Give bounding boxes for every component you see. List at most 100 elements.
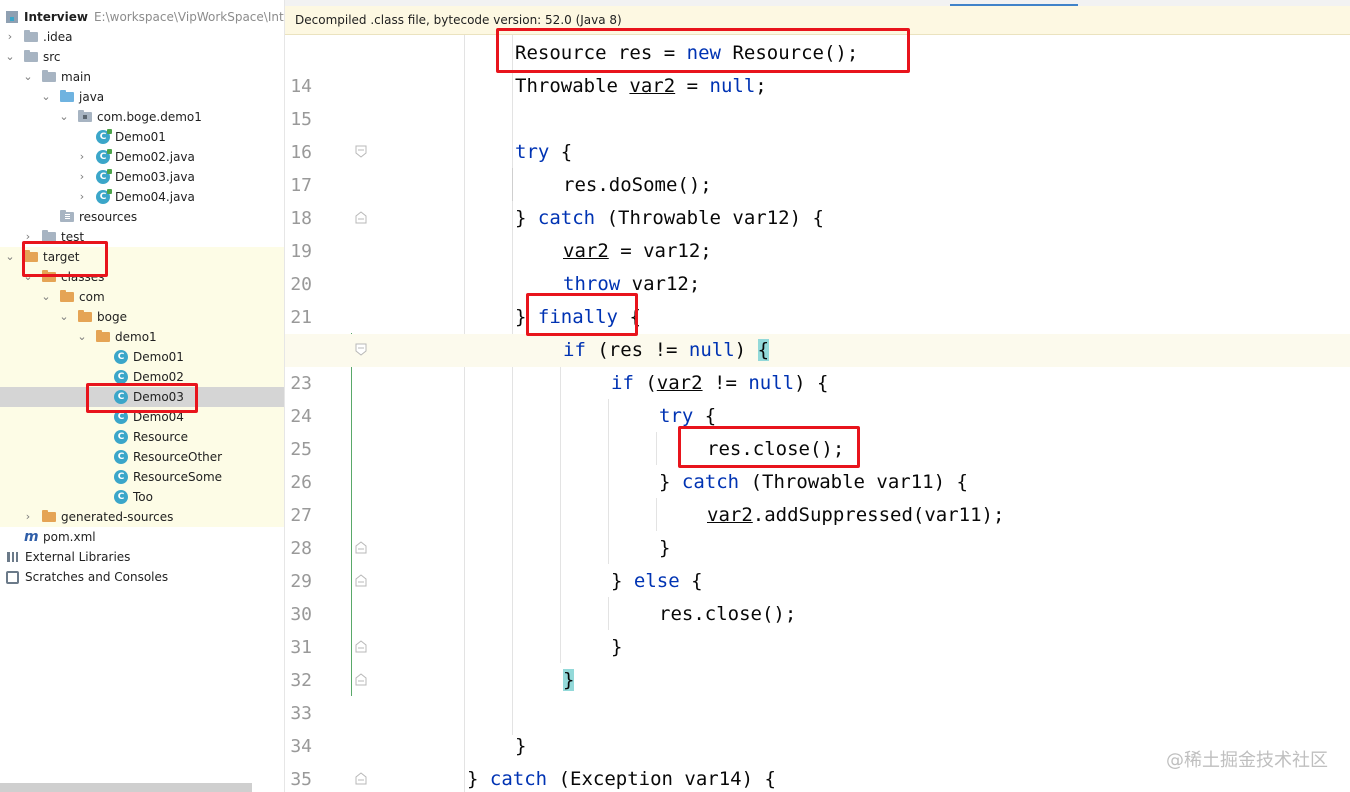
code-line[interactable]: 14 Resource res = new Resource(); [285,37,1350,97]
tree-item-main[interactable]: ⌄ main [0,67,284,87]
token: var12; [631,273,701,295]
chevron-down-icon[interactable]: ⌄ [77,330,87,343]
tree-item-label: Demo01 [115,130,166,144]
tree-item-resourcesome-class[interactable]: C ResourceSome [0,467,284,487]
fold-icon[interactable] [355,772,367,785]
horizontal-scrollbar[interactable] [0,783,252,792]
tree-item-pom[interactable]: m pom.xml [0,527,284,547]
code-line[interactable]: 29 } [285,532,1350,592]
tree-item-idea[interactable]: › .idea [0,27,284,47]
code-line[interactable]: 25 try { [285,400,1350,460]
tree-item-target[interactable]: ⌄ target [0,247,284,267]
code-line-current[interactable]: 23 if (res != null() { [285,334,1350,394]
tree-item-resource-class[interactable]: C Resource [0,427,284,447]
code-text: try { [659,400,716,433]
line-number: 26 [290,472,312,493]
code-line[interactable]: 15 Throwable var2 = null; [285,70,1350,130]
tree-item-resourceother-class[interactable]: C ResourceOther [0,447,284,467]
fold-icon[interactable] [355,211,367,224]
tree-item-java[interactable]: ⌄ java [0,87,284,107]
chevron-down-icon[interactable]: ⌄ [5,50,15,63]
code-line[interactable]: 36 } catch (Exception var14) { [285,763,1350,792]
tree-item-label: classes [61,270,105,284]
tree-item-classes[interactable]: ⌄ classes [0,267,284,287]
code-line[interactable]: 16 [285,103,1350,163]
code-line[interactable]: 26 res.close(); [285,433,1350,493]
tree-item-demo04-java[interactable]: › C Demo04.java [0,187,284,207]
code-line[interactable]: 31 res.close(); [285,598,1350,658]
tree-item-package[interactable]: ⌄ com.boge.demo1 [0,107,284,127]
tree-item-demo01-class[interactable]: C Demo01 [0,347,284,367]
code-line[interactable]: 20 var2 = var12; [285,235,1350,295]
code-line[interactable]: 27 } catch (Throwable var11) { [285,466,1350,526]
chevron-down-icon[interactable]: ⌄ [59,110,69,123]
editor-tab-strip[interactable] [285,0,1350,6]
fold-icon[interactable] [355,673,367,686]
code-line[interactable]: 24 if (var2 != null) { [285,367,1350,427]
chevron-right-icon[interactable]: › [79,190,85,203]
chevron-right-icon[interactable]: › [79,170,85,183]
tree-item-generated-sources[interactable]: › generated-sources [0,507,284,527]
tree-item-com[interactable]: ⌄ com [0,287,284,307]
tree-item-label: Demo02 [133,370,184,384]
fold-gutter[interactable] [349,35,379,792]
code-line[interactable]: 33 } [285,664,1350,724]
line-number-gutter[interactable] [285,35,349,792]
folder-icon [24,50,38,62]
tree-item-demo03-class[interactable]: C Demo03 [0,387,284,407]
tree-item-demo01-src[interactable]: C Demo01 [0,127,284,147]
code-line[interactable]: 21 throw var12; [285,268,1350,328]
token: (Throwable var12) [606,207,802,229]
line-number: 28 [290,538,312,559]
chevron-down-icon[interactable]: ⌄ [5,250,15,263]
tree-item-boge[interactable]: ⌄ boge [0,307,284,327]
tree-item-demo03-java[interactable]: › C Demo03.java [0,167,284,187]
tree-item-demo04-class[interactable]: C Demo04 [0,407,284,427]
token: { [956,471,968,493]
fold-icon[interactable] [355,574,367,587]
tree-item-demo02-java[interactable]: › C Demo02.java [0,147,284,167]
fold-icon[interactable] [355,541,367,554]
code-line[interactable]: 34 [285,697,1350,757]
tree-item-scratches[interactable]: Scratches and Consoles [0,567,284,587]
code-line[interactable]: 35 } [285,730,1350,790]
class-file-icon: C [114,350,128,364]
tree-item-demo1[interactable]: ⌄ demo1 [0,327,284,347]
chevron-down-icon[interactable]: ⌄ [41,90,51,103]
chevron-right-icon[interactable]: › [25,510,31,523]
code-line[interactable]: 19 } catch (Throwable var12) { [285,202,1350,262]
fold-icon[interactable] [355,343,367,356]
tree-item-label: main [61,70,91,84]
code-line[interactable]: 17 try { [285,136,1350,196]
tree-item-demo02-class[interactable]: C Demo02 [0,367,284,387]
code-line[interactable]: 22 } finally { [285,301,1350,361]
code-editor[interactable]: Decompiled .class file, bytecode version… [285,0,1350,792]
code-line[interactable]: 32 } [285,631,1350,691]
class-file-icon: C [114,370,128,384]
code-text: if (res != null() { [563,339,770,361]
fold-icon[interactable] [355,145,367,158]
tree-item-external-libraries[interactable]: External Libraries [0,547,284,567]
chevron-right-icon[interactable]: › [25,230,31,243]
code-lines[interactable]: 14 Resource res = new Resource(); 15 Thr… [285,37,1350,792]
token: Throwable [515,75,618,97]
excluded-folder-icon [24,250,38,262]
tree-item-too-class[interactable]: C Too [0,487,284,507]
token: { [691,570,703,592]
fold-icon[interactable] [355,640,367,653]
chevron-down-icon[interactable]: ⌄ [23,70,33,83]
chevron-down-icon[interactable]: ⌄ [41,290,51,303]
chevron-down-icon[interactable]: ⌄ [59,310,69,323]
token: (res [597,339,644,361]
code-line[interactable]: 28 var2.addSuppressed(var11); [285,499,1350,559]
tree-item-src[interactable]: ⌄ src [0,47,284,67]
line-number: 19 [290,241,312,262]
tree-item-test[interactable]: › test [0,227,284,247]
chevron-right-icon[interactable]: › [79,150,85,163]
chevron-right-icon[interactable]: › [7,30,13,43]
code-line[interactable]: 18 res.doSome(); [285,169,1350,229]
code-line[interactable]: 30 } else { [285,565,1350,625]
tree-item-resources[interactable]: resources [0,207,284,227]
